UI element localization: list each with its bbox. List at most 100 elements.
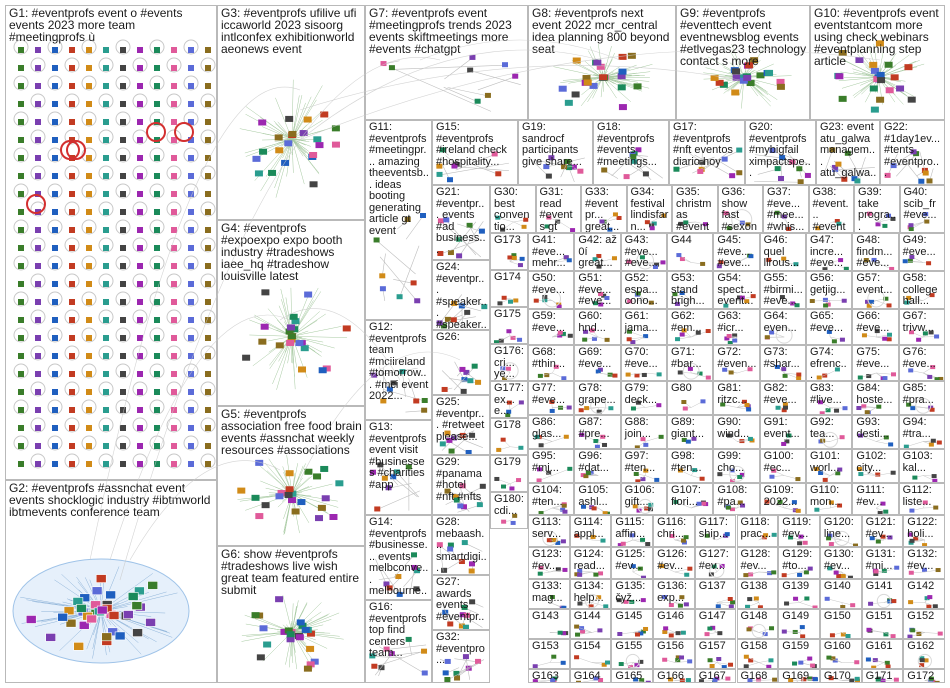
- group-cell-g55: G55: #birmi... #eve...: [760, 271, 806, 309]
- group-label: G68: #thin...: [532, 347, 571, 370]
- group-cell-g101: G101: worl...: [806, 449, 852, 483]
- group-label: G121: #ev...: [866, 517, 901, 540]
- group-cell-g83: G83: #live...: [806, 381, 852, 415]
- group-cell-g180: G180: cdi...: [490, 492, 528, 529]
- group-cell-g93: G93: desti...: [852, 415, 898, 449]
- group-label: G115: affin...: [615, 517, 650, 540]
- group-cell-g107: G107: flori...: [667, 483, 713, 515]
- group-label: G50: #eve...: [532, 273, 571, 296]
- group-cell-g48: G48: findm... #eve...: [852, 233, 898, 271]
- group-cell-g45: G45: #eve... #eve...: [713, 233, 759, 271]
- group-cell-g67: G67: trivw...: [899, 309, 945, 345]
- group-cell-g64: G64: even...: [760, 309, 806, 345]
- group-cell-g144: G144: [570, 609, 612, 639]
- group-cell-g122: G122: holi...: [903, 515, 945, 547]
- group-label: G31: read #events gt #eventpro...: [540, 187, 579, 233]
- group-cell-g159: G159: [778, 639, 820, 669]
- group-cell-g49: G49: #eve...: [899, 233, 945, 271]
- group-cell-g11: G11: #eventprofs #meetingpr... amazing t…: [365, 120, 432, 320]
- group-cell-g170: G170: [820, 669, 862, 683]
- group-cell-g50: G50: #eve...: [528, 271, 574, 309]
- group-cell-g32: G32: #eventpro...: [432, 630, 490, 683]
- group-cell-g105: G105: ashl...: [574, 483, 620, 515]
- group-label: G86: glas...: [532, 417, 571, 440]
- group-label: G113: serv...: [532, 517, 567, 540]
- group-cell-g174: G174: [490, 270, 528, 307]
- group-label: G64: even...: [764, 311, 803, 334]
- group-cell-g128: G128: #ev...: [737, 547, 779, 579]
- group-label: G56: getjig...: [810, 273, 849, 296]
- group-label: G15: #eventprofs #ireland check #hospita…: [436, 122, 515, 168]
- group-cell-g5: G5: #eventprofs association free food br…: [217, 406, 365, 546]
- group-label: G59: #eve...: [532, 311, 571, 334]
- group-cell-g106: G106: gift...: [621, 483, 667, 515]
- group-cell-g31: G31: read #events gt #eventpro...: [536, 185, 582, 233]
- group-label: G135: čyž...: [615, 581, 650, 604]
- group-label: G130: #ev...: [824, 549, 859, 572]
- group-label: G101: worl...: [810, 451, 849, 474]
- group-cell-g135: G135: čyž...: [611, 579, 653, 609]
- group-label: G85: #pra...: [903, 383, 942, 406]
- group-label: G43: #eve... #eve...: [625, 235, 664, 270]
- group-cell-g38: G38: #event... #eventpr...: [809, 185, 855, 233]
- group-cell-g69: G69: #eve...: [574, 345, 620, 381]
- group-label: G117: ship...: [699, 517, 734, 540]
- group-label: G141: [866, 581, 901, 593]
- group-label: G136: exp...: [657, 581, 692, 604]
- group-label: G144: [574, 611, 609, 623]
- group-label: G57: event...: [856, 273, 895, 296]
- group-label: G175: [494, 309, 525, 321]
- group-label: G118: prac...: [741, 517, 776, 540]
- group-cell-g61: G61: jama...: [621, 309, 667, 345]
- group-cell-g85: G85: #pra...: [899, 381, 945, 415]
- group-label: G23: event atu_galwa managem... atu_galw…: [820, 122, 877, 185]
- group-label: G114: appl...: [574, 517, 609, 540]
- group-cell-g137: G137: [695, 579, 737, 609]
- group-label: G81: ritzc...: [717, 383, 756, 406]
- group-cell-g118: G118: prac...: [737, 515, 779, 547]
- group-label: G70: #eve...: [625, 347, 664, 370]
- group-cell-g157: G157: [695, 639, 737, 669]
- group-cell-g121: G121: #ev...: [862, 515, 904, 547]
- group-graph-g1: [6, 6, 217, 480]
- group-cell-g102: G102: city...: [852, 449, 898, 483]
- group-cell-g176: G176: cri... ye...: [490, 344, 528, 381]
- group-label: G105: ashl...: [578, 485, 617, 508]
- group-label: G89: giant...: [671, 417, 710, 440]
- group-label: G24: #eventpr... #speaker... #speaker...…: [436, 262, 487, 330]
- group-cell-g28: G28: mebaash... smartdigi... aviation...: [432, 515, 490, 575]
- group-label: G2: #eventprofs #assnchat event events s…: [9, 482, 214, 518]
- group-label: G63: #icr...: [717, 311, 756, 334]
- group-label: G22: #1day1ev... #tents #eventpro...: [884, 122, 942, 180]
- group-label: G124: read...: [574, 549, 609, 572]
- group-cell-g125: G125: #ev...: [611, 547, 653, 579]
- group-cell-g153: G153: [528, 639, 570, 669]
- group-cell-g77: G77: #eve...: [528, 381, 574, 415]
- group-label: G49: #eve...: [903, 235, 942, 258]
- group-cell-g173: G173: [490, 233, 528, 270]
- group-label: G154: [574, 641, 609, 653]
- group-cell-g9: G9: #eventprofs #eventtech event eventne…: [676, 5, 810, 120]
- group-label: G173: [494, 235, 525, 247]
- group-label: G120: line...: [824, 517, 859, 540]
- group-label: G58: college hall...: [903, 273, 942, 308]
- group-cell-g79: G79: deck...: [621, 381, 667, 415]
- group-label: G14: #eventprofs #businesse... events me…: [369, 517, 429, 600]
- group-cell-g103: G103: kal...: [899, 449, 945, 483]
- group-label: G48: findm... #eve...: [856, 235, 895, 270]
- group-cell-g179: G179: [490, 455, 528, 492]
- group-cell-g165: G165: [611, 669, 653, 683]
- group-cell-g162: G162: [903, 639, 945, 669]
- group-label: G27: awards events #eventpr...: [436, 577, 487, 630]
- group-label: G51: #eve... #eve...: [578, 273, 617, 308]
- group-cell-g175: G175: [490, 307, 528, 344]
- group-label: G156: [657, 641, 692, 653]
- group-cell-g3: G3: #eventprofs ufilive ufi iccaworld 20…: [217, 5, 365, 220]
- group-label: G88: join...: [625, 417, 664, 440]
- group-cell-g132: G132: #ev...: [903, 547, 945, 579]
- group-cell-g74: G74: efrenc...: [806, 345, 852, 381]
- group-cell-g56: G56: getjig...: [806, 271, 852, 309]
- group-label: G7: #eventprofs event #meetingprofs tren…: [369, 7, 525, 55]
- group-label: G92: tea...: [810, 417, 849, 440]
- group-cell-g10: G10: #eventprofs event eventstantcom mor…: [810, 5, 945, 120]
